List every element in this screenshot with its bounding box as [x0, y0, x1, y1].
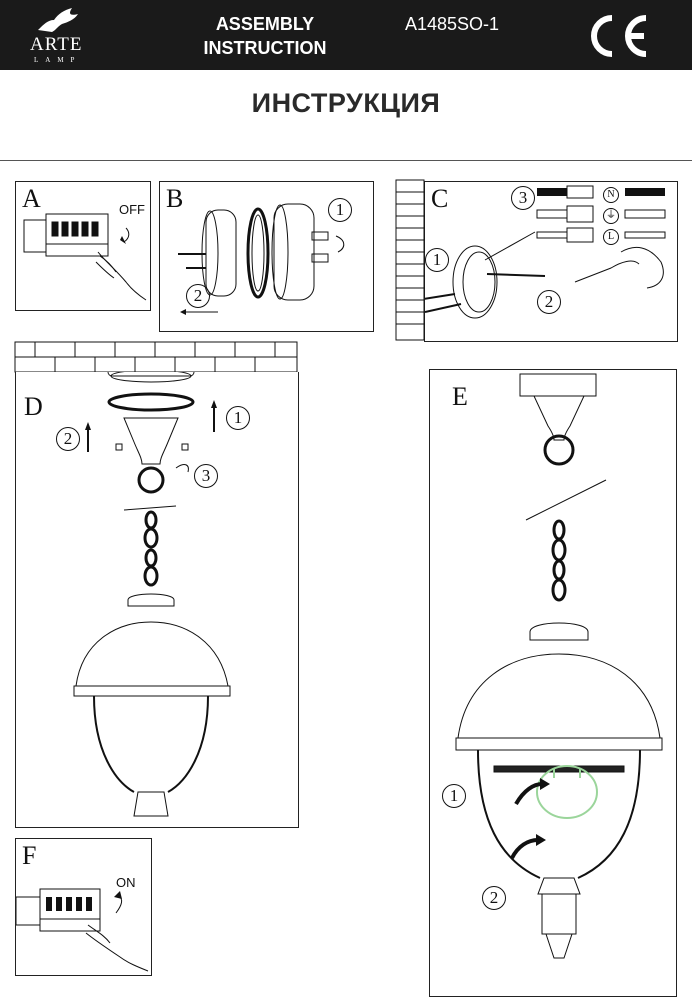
step-f-panel: F ON: [15, 838, 152, 976]
step-c-callout-1: 1: [425, 248, 449, 272]
step-b-panel: B 1 2: [159, 181, 374, 332]
step-d-letter: D: [24, 392, 43, 421]
step-a-panel: A OFF: [15, 181, 151, 311]
header-divider: [0, 160, 692, 161]
step-e-letter: E: [452, 382, 468, 411]
pendant-lantern-drawing-d: [73, 372, 231, 817]
step-a-letter: A: [22, 184, 41, 213]
terminal-l-label: L: [603, 229, 619, 245]
breaker-switch-drawing: [23, 213, 147, 301]
step-d-callout-1: 1: [226, 406, 250, 430]
terminal-ground-label: ⏚: [603, 208, 619, 224]
step-b-letter: B: [166, 184, 184, 213]
model-number: A1485SO-1: [405, 14, 500, 34]
document-title: ASSEMBLY INSTRUCTION: [203, 14, 327, 58]
page-title: ИНСТРУКЦИЯ: [251, 88, 441, 118]
terminal-n-label: N: [603, 187, 619, 203]
ceiling-bricks-d: [14, 341, 298, 373]
wiring-drawing: [425, 185, 666, 319]
step-d-panel: D 1 2 3: [15, 372, 299, 828]
step-f-letter: F: [22, 841, 37, 870]
step-e-panel: E 1 2: [429, 369, 677, 997]
pendant-lantern-drawing-e: [455, 373, 663, 959]
step-c-callout-2: 2: [537, 290, 561, 314]
brand-subname: LAMP: [34, 56, 82, 64]
switch-off-label: OFF: [119, 202, 145, 217]
step-e-callout-1: 1: [442, 784, 466, 808]
ce-mark-icon: [591, 15, 647, 57]
header-bar: ARTE LAMP ASSEMBLY INSTRUCTION A1485SO-1: [0, 0, 692, 70]
step-c-panel: C 3 1 2 N ⏚ L: [424, 181, 678, 342]
step-d-callout-2: 2: [56, 427, 80, 451]
switch-on-label: ON: [116, 875, 136, 890]
step-c-letter: C: [431, 184, 449, 213]
brand-name: ARTE: [30, 34, 83, 55]
step-b-callout-2: 2: [186, 284, 210, 308]
griffin-icon: [38, 8, 78, 32]
breaker-switch-on-drawing: [16, 888, 149, 972]
canopy-mount-drawing: [178, 203, 345, 315]
step-d-callout-3: 3: [194, 464, 218, 488]
brand-logo: ARTE LAMP: [22, 4, 102, 66]
step-c-callout-3: 3: [511, 186, 535, 210]
wall-bricks-c: [395, 179, 425, 341]
step-e-callout-2: 2: [482, 886, 506, 910]
step-b-callout-1: 1: [328, 198, 352, 222]
